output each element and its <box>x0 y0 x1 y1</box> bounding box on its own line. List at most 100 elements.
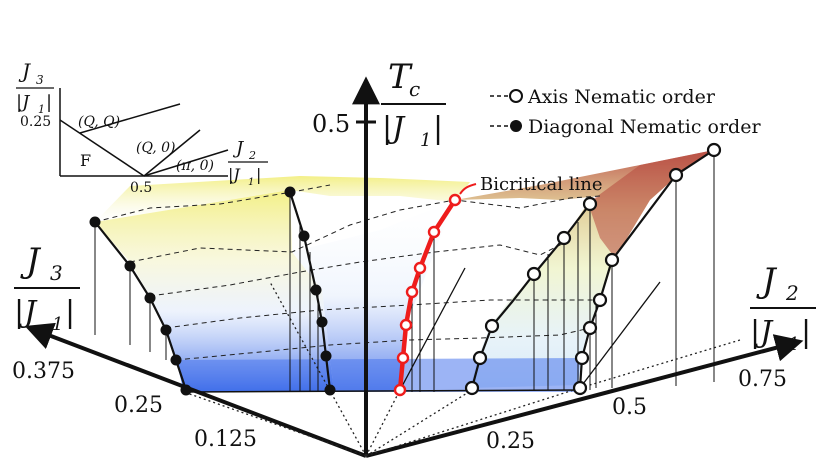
diagonal-marker <box>170 354 182 366</box>
inset-y-denominator-close: | <box>46 92 52 113</box>
axis-marker <box>668 167 684 183</box>
contour-line <box>149 239 571 297</box>
inset-phase-diagram: J 3 |J 1 | 0.25 0.5 F (Q, Q) (Q, 0) (π, … <box>16 59 268 196</box>
base-line <box>183 389 581 393</box>
legend-diagonal-marker <box>510 120 522 132</box>
drop-lines <box>94 150 715 392</box>
leader-line <box>579 281 661 389</box>
inset-x-tick: 0.5 <box>130 180 152 196</box>
bicritical-line: Bicritical line <box>393 174 602 397</box>
diagonal-marker <box>89 216 101 228</box>
diagonal-marker <box>284 186 296 198</box>
inset-region-f: F <box>80 151 91 170</box>
surface-top-right-red <box>588 150 714 258</box>
phase-surface <box>95 150 714 392</box>
tc-axis-label: T c |J 1 | 0.5 <box>312 57 446 151</box>
axis-marker <box>464 380 480 396</box>
diagonal-nematic-markers <box>89 186 336 396</box>
bicritical-marker <box>405 285 419 299</box>
surface-top-left-band <box>95 176 470 222</box>
origin-ray <box>365 389 401 457</box>
surface-left-region <box>95 190 334 392</box>
bicritical-marker <box>413 261 427 275</box>
j2-subscript: 2 <box>785 281 799 305</box>
diagonal-marker <box>180 384 192 396</box>
bicritical-pointer <box>459 183 477 195</box>
inset-region-q0: (Q, 0) <box>136 140 176 156</box>
surface-base-band <box>178 358 580 392</box>
j3-subscript: 3 <box>50 261 63 285</box>
tc-denominator-sub: 1 <box>420 130 431 151</box>
j2-tick-075: 0.75 <box>738 367 787 392</box>
diagonal-marker <box>298 230 310 242</box>
inset-y-symbol: J <box>18 59 31 83</box>
bicritical-marker <box>399 318 413 332</box>
j2-tick-05: 0.5 <box>612 395 647 420</box>
tc-denominator-close: | <box>433 111 443 146</box>
j3-axis-label: J 3 |J 1 | 0.375 0.25 0.125 <box>12 241 257 452</box>
diagonal-marker <box>320 350 332 362</box>
tc-denominator: |J <box>382 111 406 146</box>
axis-nematic-markers <box>464 142 722 396</box>
diagonal-marker <box>160 324 172 336</box>
contour-line <box>175 327 591 361</box>
bicritical-marker <box>396 351 410 365</box>
axis-marker <box>592 292 608 308</box>
diagonal-marker <box>324 384 336 396</box>
diagonal-marker <box>316 316 328 328</box>
axis-marker <box>572 380 588 396</box>
axis-marker <box>574 350 590 366</box>
axis-marker <box>582 320 598 336</box>
leader-lines <box>399 267 661 391</box>
surface-right-region <box>455 150 714 388</box>
axis-marker <box>556 230 572 246</box>
j2-symbol: J <box>756 261 778 301</box>
inset-y-tick: 0.25 <box>20 114 51 130</box>
inset-y-subscript: 3 <box>36 73 44 87</box>
inset-y-denominator-sub: 1 <box>38 103 45 116</box>
origin-ray <box>365 389 473 457</box>
bicritical-label: Bicritical line <box>480 174 602 195</box>
j2-denominator-close: | <box>801 315 811 350</box>
inset-x-symbol: J <box>232 138 245 159</box>
inset-boundary-q0 <box>143 129 201 177</box>
axis-marker <box>526 266 542 282</box>
contour-line <box>94 184 331 223</box>
axis-marker <box>706 142 722 158</box>
axis-marker <box>582 196 598 212</box>
j3-tick-0375: 0.375 <box>12 359 75 384</box>
j3-denominator: |J <box>14 295 38 330</box>
origin-ray <box>183 391 367 457</box>
legend: Axis Nematic order Diagonal Nematic orde… <box>490 86 761 138</box>
tc-subscript: c <box>409 77 420 101</box>
j3-tick-025: 0.25 <box>114 393 163 418</box>
j3-symbol: J <box>20 241 42 281</box>
origin-rays <box>183 281 741 457</box>
legend-axis-marker <box>509 89 523 103</box>
j2-axis <box>365 334 804 458</box>
diagonal-marker <box>144 292 156 304</box>
j2-tick-025: 0.25 <box>486 429 535 454</box>
diagonal-marker <box>124 260 136 272</box>
contour-line <box>129 195 601 263</box>
tc-tick-label: 0.5 <box>312 110 350 138</box>
axis-marker <box>484 318 500 334</box>
axis-marker <box>604 252 620 268</box>
inset-region-pi0: (π, 0) <box>176 158 214 174</box>
axis-marker <box>472 350 488 366</box>
inset-x-denominator-sub: 1 <box>248 177 254 188</box>
inset-x-denominator-close: | <box>256 165 261 184</box>
inset-boundary-pi0 <box>143 149 229 177</box>
diagonal-curve-right <box>288 191 332 391</box>
inset-x-subscript: 2 <box>248 149 256 162</box>
inset-x-denominator: |J <box>228 165 241 184</box>
tc-symbol: T <box>388 57 413 97</box>
j3-denominator-sub: 1 <box>52 314 63 335</box>
inset-boundary-f-qq <box>59 119 145 177</box>
origin-ray <box>269 281 367 457</box>
j2-denominator: |J <box>750 315 774 350</box>
diagonal-marker <box>310 284 322 296</box>
j2-axis-label: J 2 |J 1 | 0.25 0.5 0.75 <box>486 261 816 454</box>
